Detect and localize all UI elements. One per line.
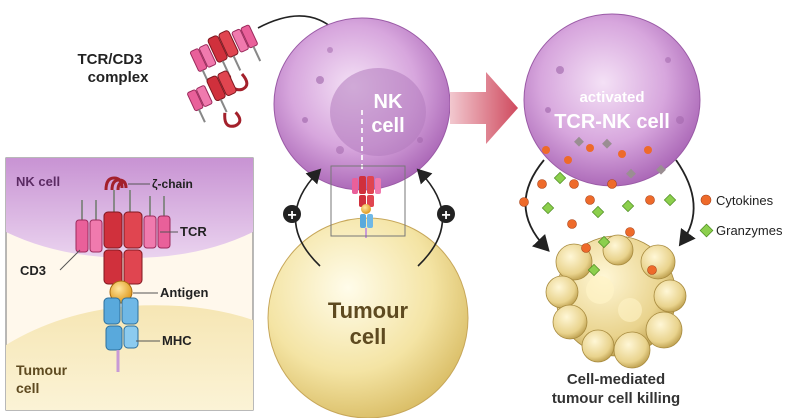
killing-label-2: tumour cell killing bbox=[552, 390, 680, 407]
tcr-shape bbox=[103, 190, 143, 285]
dying-tumour-cell-shape bbox=[545, 234, 687, 369]
zeta-chain-shape bbox=[104, 176, 128, 191]
zoom-box bbox=[330, 165, 406, 237]
inset-cd3-label: CD3 bbox=[20, 263, 46, 278]
killing-arrow-right bbox=[675, 159, 696, 247]
transition-arrow bbox=[450, 72, 518, 144]
inset-mhc-label: MHC bbox=[162, 333, 192, 348]
plus-left-text: + bbox=[287, 207, 296, 224]
plus-left-badge bbox=[283, 205, 301, 223]
cytokines-legend-label: Cytokines bbox=[716, 193, 774, 208]
inset-panel: NK cell ζ-chain TCR CD3 Antigen MHC Tumo… bbox=[5, 157, 254, 411]
killing-label-1: Cell-mediated bbox=[567, 371, 665, 388]
cytokine-legend-icon bbox=[700, 194, 712, 206]
activated-nk-cell-shape bbox=[523, 13, 701, 187]
plus-right-text: + bbox=[441, 207, 450, 224]
inset-tumour-membrane bbox=[6, 305, 253, 410]
intracellular-granules bbox=[542, 136, 666, 179]
tumour-cell-label-2: cell bbox=[350, 324, 387, 349]
cd3-right-shape bbox=[143, 196, 171, 249]
nk-cell-label-2: cell bbox=[371, 115, 404, 137]
mhc-shape bbox=[103, 297, 139, 372]
synapse-receptor bbox=[352, 176, 381, 238]
inset-tumour-label-1: Tumour bbox=[16, 362, 68, 378]
tcr-cd3-complex-icon bbox=[187, 24, 262, 128]
plus-right-badge bbox=[437, 205, 455, 223]
activated-label-1: activated bbox=[579, 89, 644, 106]
released-molecules bbox=[519, 171, 677, 277]
inset-tumour-label-2: cell bbox=[16, 380, 39, 396]
granzyme-legend-icon bbox=[699, 223, 714, 238]
activated-label-2: TCR-NK cell bbox=[554, 111, 670, 133]
tcr-cd3-label-2: complex bbox=[88, 69, 150, 86]
cd3-leader bbox=[59, 249, 81, 271]
nk-cell-shape bbox=[273, 17, 451, 191]
cd3-left-shape bbox=[75, 200, 103, 253]
tcr-cd3-label-1: TCR/CD3 bbox=[77, 51, 142, 68]
inset-antigen-label: Antigen bbox=[160, 285, 208, 300]
granzymes-legend-label: Granzymes bbox=[716, 223, 783, 238]
inset-tcr-label: TCR bbox=[180, 224, 207, 239]
tumour-cell-label-1: Tumour bbox=[328, 298, 409, 323]
killing-arrow-left bbox=[524, 159, 550, 252]
legend: Cytokines Granzymes bbox=[699, 193, 783, 238]
inset-zeta-chain-label: ζ-chain bbox=[152, 177, 193, 191]
inset-nk-cell-label: NK cell bbox=[16, 174, 60, 189]
nk-cell-label-1: NK bbox=[374, 91, 403, 113]
